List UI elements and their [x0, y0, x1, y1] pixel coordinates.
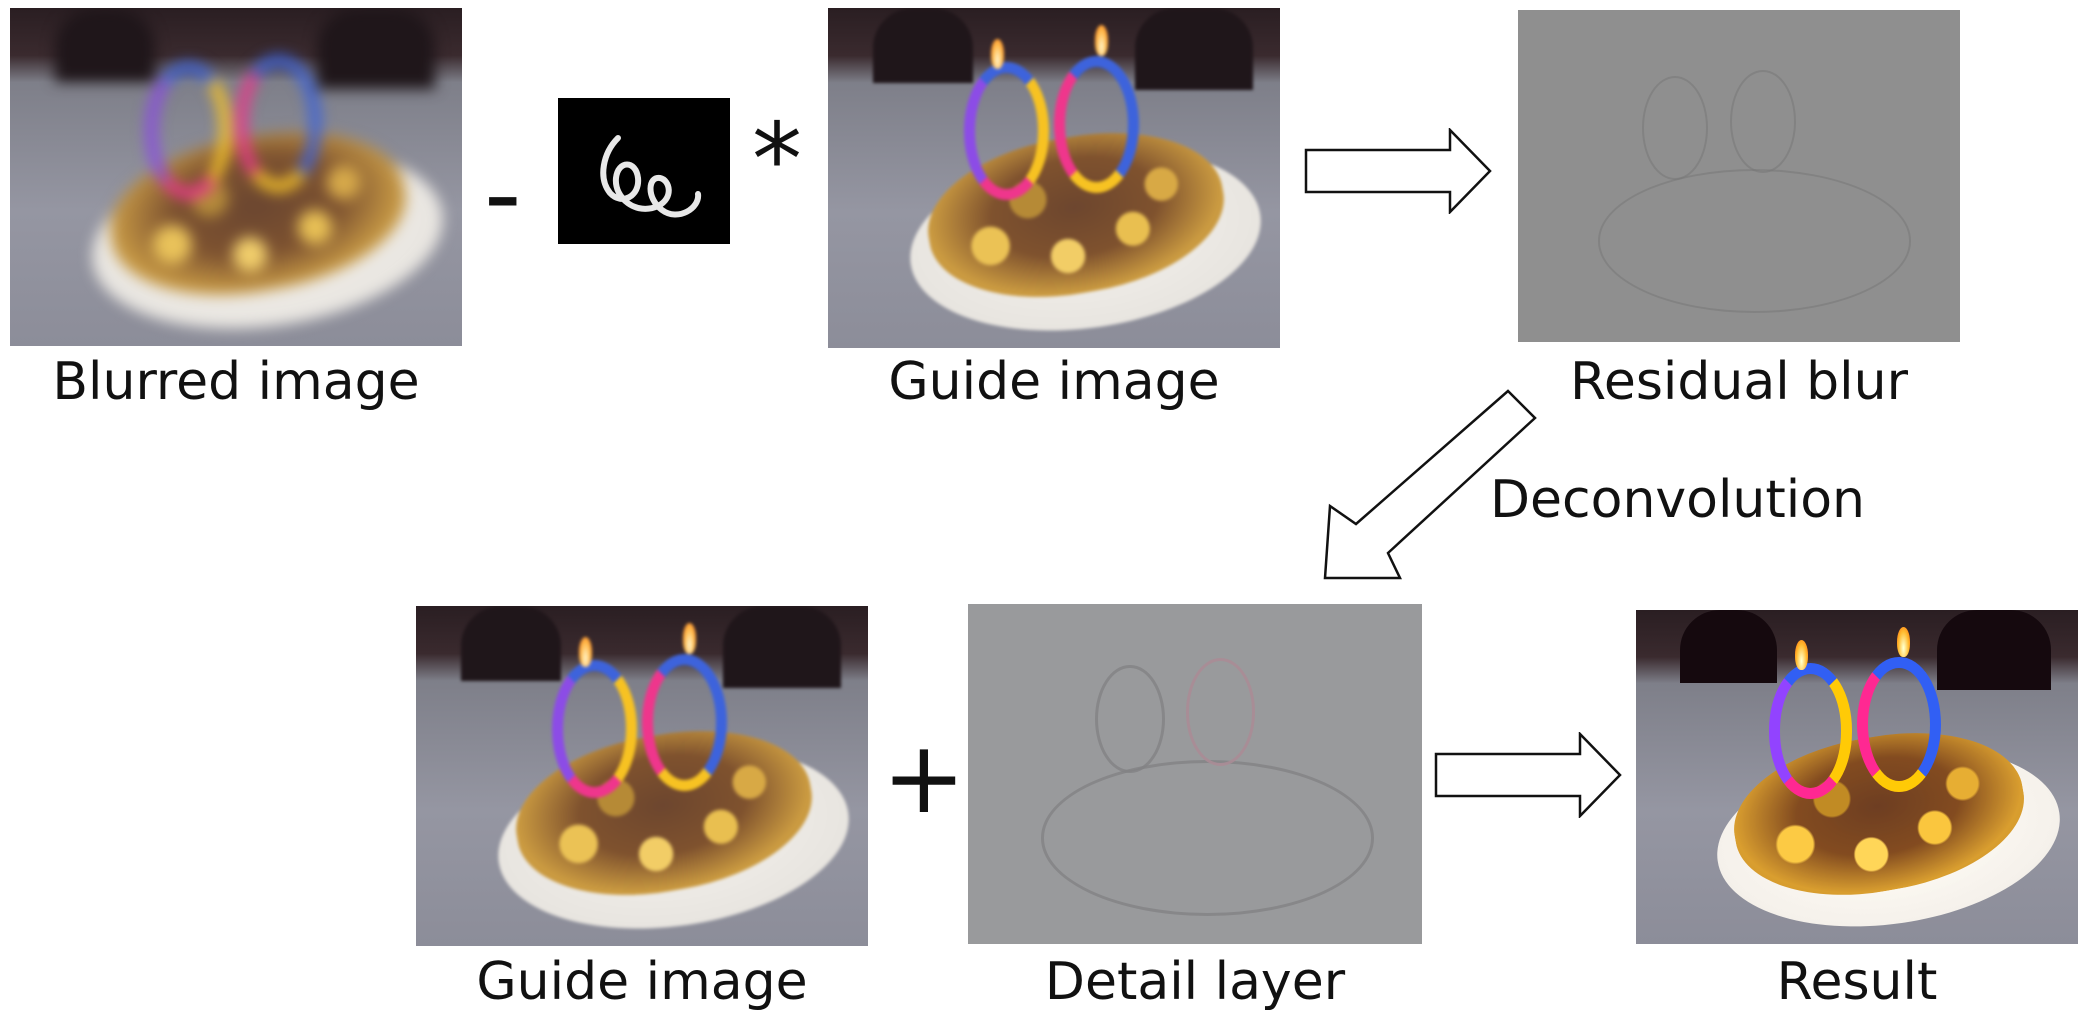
deconvolution-label: Deconvolution [1490, 470, 1865, 530]
residual-blur-label: Residual blur [1570, 352, 1908, 412]
right-arrow-icon [1434, 732, 1622, 818]
detail-layer-label: Detail layer [1044, 952, 1346, 1012]
result-label: Result [1776, 952, 1938, 1012]
guide-image-bottom-label: Guide image [476, 952, 808, 1012]
convolve-operator: * [752, 101, 802, 218]
diagonal-arrow-icon [1323, 389, 1537, 580]
detail-layer-image [968, 604, 1422, 944]
guide-image-bottom [416, 606, 868, 946]
residual-blur-image [1518, 10, 1960, 342]
kernel-curl-icon [600, 135, 702, 218]
guide-image-top-label: Guide image [888, 352, 1220, 412]
blurred-image [10, 8, 462, 346]
plus-operator: + [882, 719, 966, 836]
right-arrow-icon [1304, 128, 1492, 214]
blur-kernel-image [558, 98, 730, 244]
minus-operator: - [484, 133, 522, 255]
result-image [1636, 610, 2078, 944]
guide-image-top [828, 8, 1280, 348]
blurred-image-label: Blurred image [52, 352, 420, 412]
